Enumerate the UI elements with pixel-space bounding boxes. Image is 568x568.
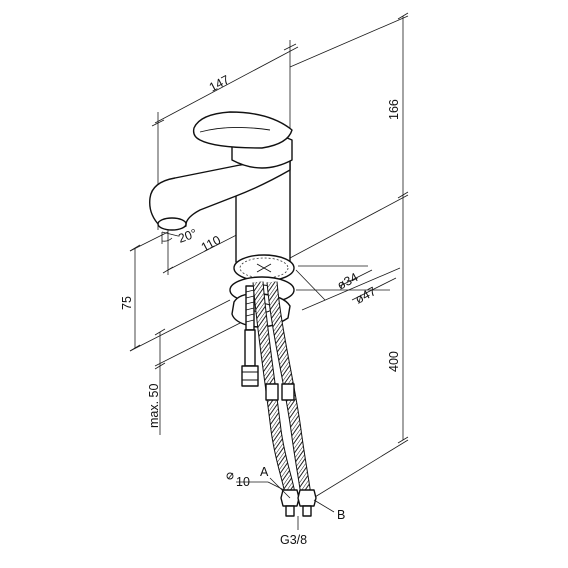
- thread-callout: G3/8: [280, 516, 307, 547]
- thread-label: G3/8: [280, 533, 307, 547]
- callout-b: B: [313, 499, 345, 522]
- threaded-rod: [241, 285, 259, 387]
- hex-size-label: 10: [236, 475, 250, 489]
- callout-a: A: [260, 465, 291, 499]
- width-label: 147: [207, 72, 232, 94]
- angle-label: 20°: [176, 226, 199, 246]
- dimension-height-top: 166: [289, 12, 409, 199]
- hose-length-label: 400: [387, 351, 401, 372]
- dimension-max-thickness: max. 50: [147, 317, 251, 435]
- hose-a: [252, 281, 296, 495]
- dimension-angle: 20°: [161, 226, 199, 246]
- spout-height-label: 75: [120, 296, 134, 310]
- hose-b: [266, 281, 312, 497]
- height-top-label: 166: [387, 99, 401, 120]
- reach-label: 110: [199, 233, 223, 255]
- hole-diameter-label: ø34: [335, 270, 361, 292]
- dimension-hose-length: 400: [289, 194, 409, 501]
- hose-top-fittings: [265, 383, 295, 401]
- callout-a-label: A: [260, 465, 269, 479]
- max-thickness-label: max. 50: [147, 383, 161, 428]
- callout-b-label: B: [337, 508, 345, 522]
- washer-diameter-label: ø47: [353, 284, 379, 306]
